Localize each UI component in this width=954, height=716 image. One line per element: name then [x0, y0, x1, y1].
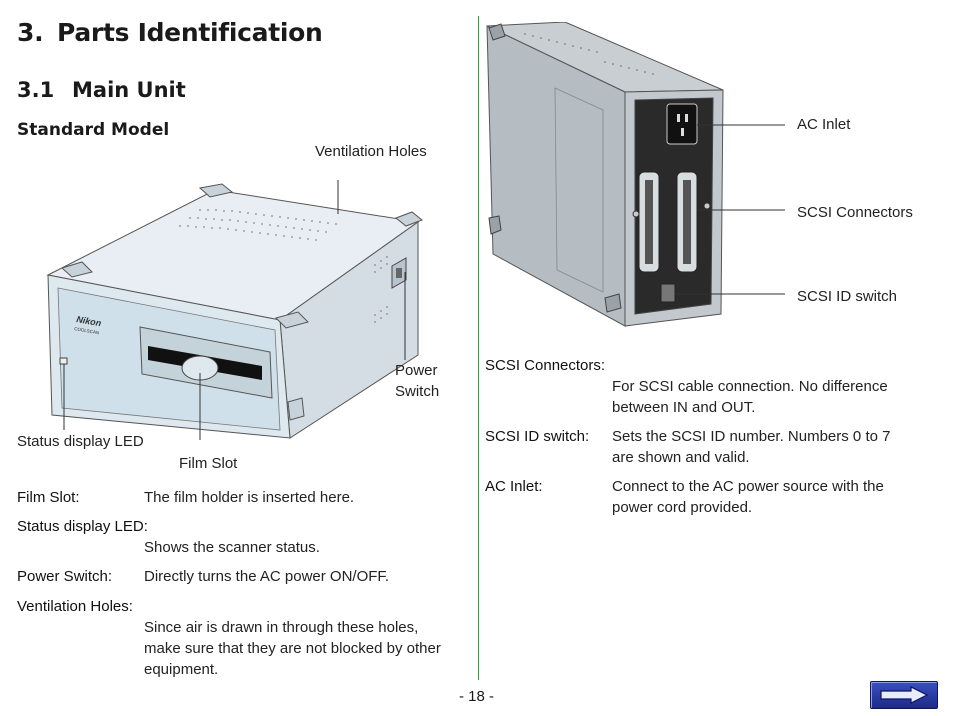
column-divider [478, 16, 479, 680]
desc-film-slot: The film holder is inserted here. [144, 489, 355, 506]
brand-sub: COOLSCAN [74, 326, 100, 335]
callout-film-slot: Film Slot [179, 455, 238, 472]
term-scsi-connectors: SCSI Connectors: [485, 357, 606, 374]
term-power-switch: Power Switch: [17, 568, 113, 585]
callout-power-switch-line1: Power [395, 362, 438, 379]
callout-status-led: Status display LED [17, 433, 144, 450]
desc-ventilation-line1: Since air is drawn in through these hole… [144, 619, 419, 636]
desc-scsi-id-line1: Sets the SCSI ID number. Numbers 0 to 7 [612, 428, 891, 445]
desc-ventilation-line2: make sure that they are not blocked by o… [144, 640, 441, 657]
desc-power-switch: Directly turns the AC power ON/OFF. [144, 568, 390, 585]
right-arrow-icon [880, 686, 929, 704]
page-number: - 18 - [459, 688, 495, 705]
term-scsi-id-switch: SCSI ID switch: [485, 428, 590, 445]
desc-status-led: Shows the scanner status. [144, 539, 320, 556]
scanner-rear-illustration [486, 22, 785, 327]
desc-scsi-connectors-line1: For SCSI cable connection. No difference [612, 378, 888, 395]
callout-ac-inlet: AC Inlet [797, 116, 851, 133]
term-status-led: Status display LED: [17, 518, 148, 535]
callout-ventilation-holes: Ventilation Holes [315, 143, 427, 160]
model-title: Standard Model [17, 120, 170, 140]
brand-logo: Nikon [76, 314, 103, 328]
term-film-slot: Film Slot: [17, 489, 80, 506]
desc-ac-inlet-line2: power cord provided. [612, 499, 753, 516]
callout-power-switch-line2: Switch [395, 383, 440, 400]
scanner-front-illustration: Nikon COOLSCAN [46, 180, 423, 440]
desc-ac-inlet-line1: Connect to the AC power source with the [612, 478, 884, 495]
callout-scsi-connectors: SCSI Connectors [797, 204, 913, 221]
term-ventilation-holes: Ventilation Holes: [17, 598, 133, 615]
desc-scsi-connectors-line2: between IN and OUT. [612, 399, 756, 416]
desc-scsi-id-line2: are shown and valid. [612, 449, 750, 466]
term-ac-inlet: AC Inlet: [485, 478, 543, 495]
callout-scsi-id-switch: SCSI ID switch [797, 288, 898, 305]
section-heading: 3.Parts Identification [17, 18, 323, 47]
next-page-button[interactable] [870, 681, 938, 709]
desc-ventilation-line3: equipment. [144, 661, 219, 678]
